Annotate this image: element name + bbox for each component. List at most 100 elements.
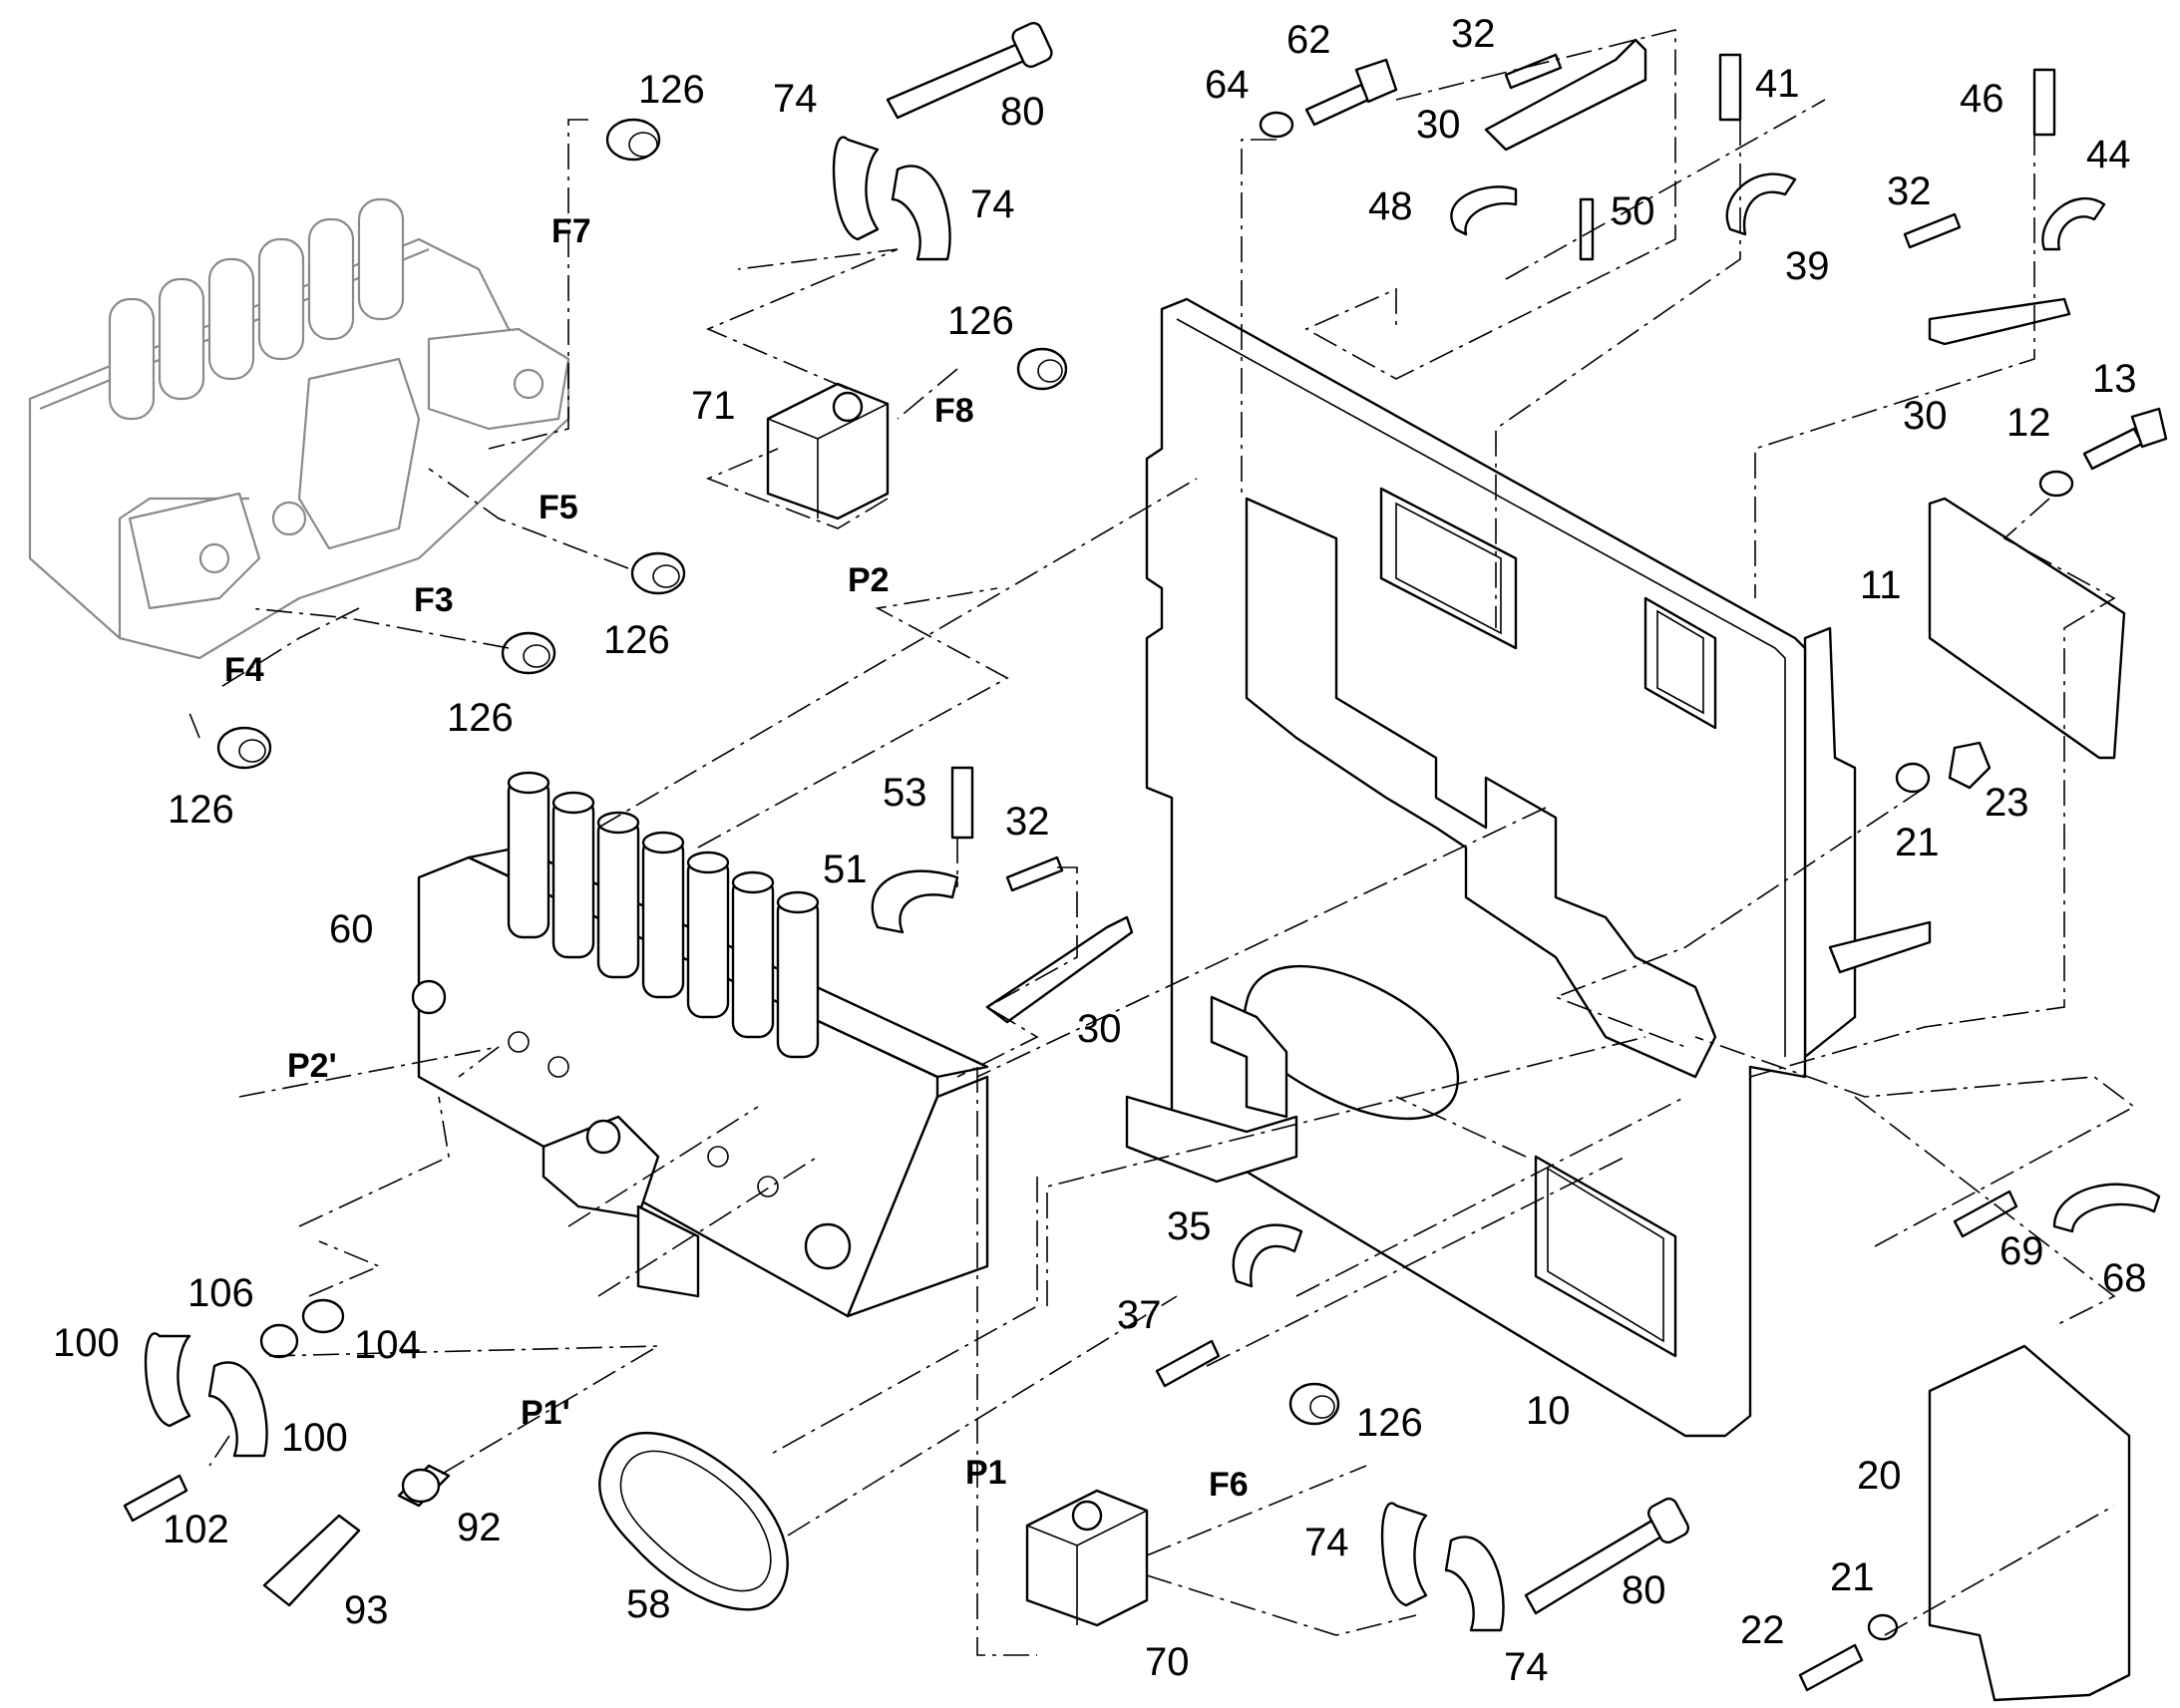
callout-11: 11 <box>1860 563 1902 607</box>
washer-104 <box>301 1298 345 1334</box>
callout-93: 93 <box>344 1588 389 1632</box>
callout-62: 62 <box>1286 18 1331 62</box>
bracket-30-middle <box>985 915 1134 1024</box>
callout-106: 106 <box>187 1271 254 1315</box>
plug-126-f7 <box>605 118 661 162</box>
fitting-92 <box>397 1464 451 1508</box>
plug-126-f8 <box>1016 347 1068 391</box>
adapter-block-71 <box>766 382 890 520</box>
adapter-block-70 <box>1025 1489 1149 1627</box>
callout-70: 70 <box>1145 1640 1190 1684</box>
callout-80: 80 <box>1000 90 1045 134</box>
callout-102: 102 <box>163 1508 229 1551</box>
plug-126-f6 <box>1288 1382 1340 1426</box>
callout-32: 32 <box>1005 800 1050 844</box>
port-label-p1-prime: P1' <box>521 1394 570 1432</box>
bolt-80 <box>886 21 1053 120</box>
callout-104: 104 <box>354 1323 421 1367</box>
callout-46: 46 <box>1960 77 2004 121</box>
cover-plate-20 <box>1928 1344 2131 1702</box>
callout-50: 50 <box>1611 189 1655 233</box>
callout-71: 71 <box>691 384 736 428</box>
plug-126-f4 <box>216 726 272 770</box>
port-label-f6: F6 <box>1209 1466 1249 1504</box>
screw-50 <box>1579 197 1595 261</box>
port-label-f5: F5 <box>539 489 578 526</box>
callout-12: 12 <box>2006 401 2051 445</box>
screw-53 <box>950 766 974 840</box>
callout-21: 21 <box>1895 821 1940 864</box>
callout-32: 32 <box>1887 170 1932 213</box>
bolt-22 <box>1798 1643 1864 1692</box>
port-label-p1: P1 <box>965 1454 1007 1492</box>
callout-13: 13 <box>2092 357 2137 401</box>
flange-half-100 <box>144 1332 268 1458</box>
screw-32-right <box>1903 212 1962 249</box>
bolt-80-lower <box>1524 1497 1690 1615</box>
bracket-30-top <box>1484 38 1647 152</box>
callout-100: 100 <box>53 1321 120 1365</box>
plug-126-f5 <box>630 551 686 595</box>
screw-102 <box>123 1474 188 1523</box>
port-label-f8: F8 <box>934 392 974 430</box>
seal-106 <box>259 1323 299 1359</box>
port-label-p2-prime: P2' <box>287 1047 337 1085</box>
clamp-39 <box>1725 172 1797 236</box>
plug-126-f3 <box>501 631 556 675</box>
washer-21-right <box>1895 762 1931 794</box>
clamp-44 <box>2041 196 2106 251</box>
callout-21: 21 <box>1830 1555 1875 1599</box>
callout-30: 30 <box>1416 103 1461 147</box>
callout-92: 92 <box>457 1506 502 1549</box>
screw-37 <box>1155 1339 1221 1388</box>
callout-74: 74 <box>1504 1645 1549 1689</box>
callout-44: 44 <box>2086 133 2131 176</box>
clamp-35 <box>1232 1223 1303 1288</box>
screw-32-top <box>1504 53 1563 90</box>
callout-80: 80 <box>1622 1568 1666 1612</box>
callout-126: 126 <box>168 788 234 832</box>
callout-30: 30 <box>1077 1007 1122 1051</box>
callout-60: 60 <box>329 907 374 951</box>
control-valve-60 <box>411 771 989 1318</box>
bolt-13 <box>2082 407 2168 471</box>
port-label-f3: F3 <box>414 581 454 619</box>
callout-10: 10 <box>1526 1389 1571 1433</box>
callout-58: 58 <box>626 1582 671 1626</box>
flange-half-74 <box>832 136 951 261</box>
callout-68: 68 <box>2102 1256 2147 1300</box>
clamp-48 <box>1450 185 1518 236</box>
gasket-58 <box>598 1432 789 1611</box>
control-valve-reference-view <box>28 197 570 660</box>
washer-12 <box>2038 470 2074 498</box>
clamp-51 <box>871 869 959 934</box>
callout-41: 41 <box>1755 62 1800 106</box>
clamp-68 <box>2052 1183 2161 1233</box>
callout-51: 51 <box>823 848 868 891</box>
flange-half-74-lower <box>1380 1502 1505 1632</box>
washer-64 <box>1259 111 1294 139</box>
bracket-30-right <box>1928 297 2071 346</box>
callout-126: 126 <box>1356 1401 1423 1445</box>
callout-126: 126 <box>947 299 1014 343</box>
callout-numbers: 126 126 126 126 126 126 126 74 74 74 74 … <box>53 12 2147 1689</box>
callout-30: 30 <box>1903 394 1948 438</box>
screw-69 <box>1953 1190 2018 1238</box>
callout-35: 35 <box>1167 1204 1212 1248</box>
port-labels: F7 F5 F3 F4 F8 F6 P2 P2' P1 P1' <box>224 212 1249 1504</box>
cover-plate-11 <box>1928 497 2126 760</box>
bolt-62 <box>1304 58 1398 127</box>
callout-64: 64 <box>1205 63 1250 107</box>
callout-74: 74 <box>1304 1521 1349 1564</box>
callout-22: 22 <box>1740 1608 1785 1652</box>
port-label-p2: P2 <box>848 561 890 599</box>
assembly-lines <box>188 28 2136 1656</box>
callout-37: 37 <box>1117 1293 1162 1337</box>
screw-41 <box>1718 53 1742 122</box>
callout-126: 126 <box>447 696 514 740</box>
port-label-f4: F4 <box>224 651 264 689</box>
callout-53: 53 <box>883 771 927 815</box>
fitting-93 <box>262 1514 361 1607</box>
